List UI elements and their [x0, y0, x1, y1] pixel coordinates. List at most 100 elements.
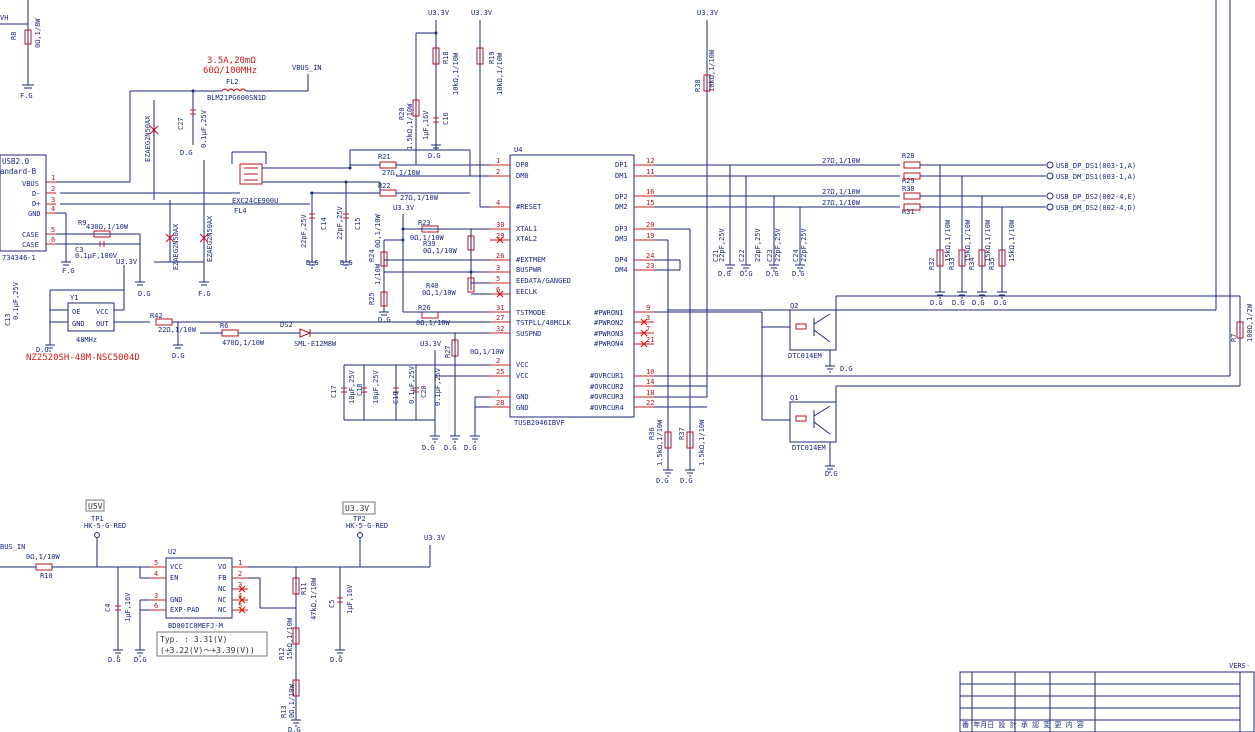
u4-pin-dp3: DP3	[615, 225, 628, 233]
r39-label: R39	[423, 240, 436, 248]
y1-pin-out: OUT	[96, 320, 109, 328]
r10-label: R10	[40, 572, 53, 580]
c23-label: C23	[766, 249, 774, 262]
c18-label: C18	[356, 383, 364, 396]
r42-dg: D.G	[172, 352, 185, 360]
r10-resistor	[35, 563, 53, 571]
r35-dg: D.G	[994, 299, 1007, 307]
r34-dg: D.G	[972, 299, 985, 307]
q1-label: Q1	[790, 394, 798, 402]
u4-left-pin-number: 4	[496, 199, 500, 207]
u4-pin-eeclk: EECLK	[516, 288, 538, 296]
y1-pin-gnd: GND	[72, 320, 85, 328]
c5-label: C5	[328, 600, 336, 608]
r38-label: R38	[694, 79, 702, 92]
r35-value: 15kΩ,1/10W	[1008, 219, 1016, 262]
title-block: VERS- 番 年月日 設 計 承 認 変 更 内 容	[959, 662, 1255, 732]
r8-fg-label: F.G	[20, 92, 33, 100]
r42-label: R42	[150, 312, 163, 320]
u4-left-pin-number: 1	[496, 157, 500, 165]
r36-label: R36	[648, 427, 656, 440]
r36-dg: D.G	[656, 477, 669, 485]
r20-value: 1.5kΩ,1/10W	[406, 103, 414, 150]
u4-right-pin-number: 15	[646, 199, 654, 207]
tp2-part: HK-5-G-RED	[346, 522, 388, 530]
c4-value: 1μF,16V	[124, 592, 132, 622]
u4-decoupling: U3.3V C17 10μF,25V C18 10μF,25V C19 0.1μ…	[330, 340, 490, 452]
u4-right-pin-number: 9	[646, 304, 650, 312]
u4-left-pin-number: 3	[496, 264, 500, 272]
u4-pin-vcc2: VCC	[516, 372, 529, 380]
r31-label: R31	[902, 208, 915, 216]
u4-pin-ovrcur1: #OVRCUR1	[590, 372, 624, 380]
u4-pin-extmem: #EXTMEM	[516, 256, 546, 264]
fl2-inductor	[221, 88, 247, 92]
net-usb-dm-ds2: USB_DM_DS2(002-4,D)	[1056, 204, 1136, 212]
u4-pin-dm1: DM1	[615, 172, 628, 180]
r22-value: 27Ω,1/10W	[400, 194, 439, 202]
r32-label: R32	[928, 257, 936, 270]
r36-value: 1.5kΩ,1/10W	[656, 419, 664, 466]
u4-pin-reset: #RESET	[516, 203, 542, 211]
c24-value: 22pF,25V	[800, 227, 808, 262]
y1-part: NZ2520SH-48M-NSC5004D	[26, 353, 140, 363]
u2-left-pin-number: 3	[154, 592, 158, 600]
esd-fg: F.G	[198, 290, 211, 298]
u2-left-pin-number: 5	[154, 559, 158, 567]
c5-dg: D.G	[330, 656, 343, 664]
r9-resistor	[93, 230, 111, 238]
c19-value: 0.1μF,25V	[408, 365, 416, 404]
u4-dg-1: D.G	[422, 444, 435, 452]
r19-value: 10kΩ,1/10W	[496, 52, 504, 95]
ldo-section: U5V U3.3V TP1 HK-5-G-RED TP2 HK-5-G-RED …	[0, 499, 446, 732]
ds2-part: SML-E12M8W	[294, 340, 337, 348]
u2-pin-fb: FB	[218, 574, 226, 582]
r13-label: R13	[280, 705, 288, 718]
c15-label: C15	[354, 217, 362, 230]
r25-resistor	[380, 291, 388, 307]
q1-body	[789, 401, 837, 443]
r20-resistor	[412, 99, 420, 117]
conn-pin-num-1: 1	[51, 174, 55, 182]
c21-value: 22pF,25V	[718, 227, 726, 262]
r20-label: R20	[398, 107, 406, 120]
c3-value: 0.1μF,100V	[75, 252, 118, 260]
u2-pin-vo: VO	[218, 563, 226, 571]
ldo-vbus-in: BUS_IN	[0, 543, 25, 551]
r25-value: 1/10W	[374, 263, 382, 285]
r11-value: 47kΩ,1/10W	[310, 577, 318, 620]
ldo-out-u33: U3.3V	[424, 534, 446, 542]
u4-pin-dp0: DP0	[516, 161, 529, 169]
clock-led-group: R42 22Ω,1/10W D.G R6 470Ω,1/10W DS2 SML-…	[150, 312, 490, 360]
u2-pin-vcc: VCC	[170, 563, 183, 571]
r39-value: 0Ω,1/10W	[423, 247, 458, 255]
u4-right-pin-number: 21	[646, 336, 654, 344]
u4-right-pin-number: 11	[646, 168, 654, 176]
r11-label: R11	[300, 582, 308, 595]
r6-label: R6	[220, 322, 228, 330]
u4-left-pin-number: 27	[496, 314, 504, 322]
fl4-label: FL4	[234, 207, 247, 215]
r8-resistor	[24, 29, 32, 45]
vout-range: (+3.22(V)～+3.39(V))	[160, 646, 255, 655]
r38-value: 10kΩ,1/10W	[708, 49, 716, 92]
tp2-label: TP2	[353, 515, 366, 523]
fl2-group: 3.5A,20mΩ 60Ω/100MHz FL2 BLM21PG600SN1D …	[129, 56, 322, 182]
c17-value: 10μF,25V	[348, 369, 356, 404]
u4-left-pin-number: 28	[496, 399, 504, 407]
u4-right-pin-number: 20	[646, 221, 654, 229]
esd2-part: EZAEG2N50AX	[172, 223, 180, 270]
vout-typ: Typ. : 3.31(V)	[160, 635, 227, 644]
r33-dg: D.G	[952, 299, 965, 307]
u4-body	[509, 154, 635, 418]
u4-pin-gnd1: GND	[516, 393, 529, 401]
r8-value: 0Ω,1/8W	[34, 18, 42, 48]
left-u33: U3.3V	[393, 204, 415, 212]
c4-dg: D.G	[108, 656, 121, 664]
r8-group: VH R8 0Ω,1/8W F.G	[0, 0, 42, 100]
r8-label: R8	[10, 32, 18, 40]
u4-pin-vcc1: VCC	[516, 361, 529, 369]
vers-label: VERS-	[1229, 662, 1250, 670]
u4-pin-pwron2: #PWRON2	[594, 319, 624, 327]
fuse-rating: 3.5A,20mΩ	[207, 56, 256, 66]
